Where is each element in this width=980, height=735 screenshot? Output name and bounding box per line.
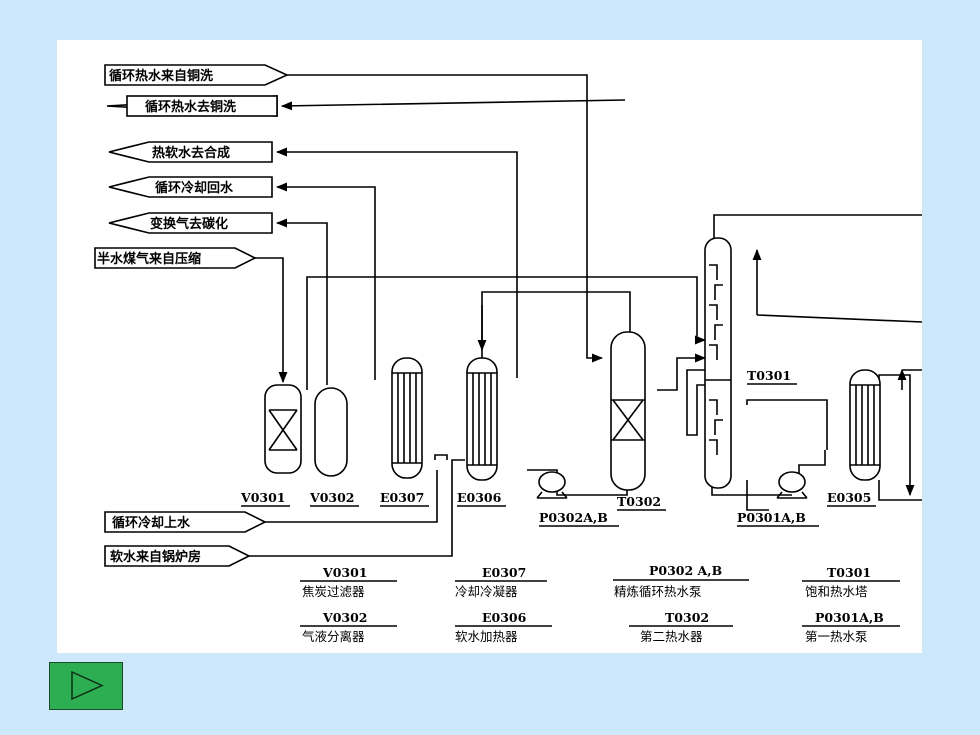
svg-text:气液分离器: 气液分离器 — [302, 629, 365, 644]
piping — [249, 74, 922, 557]
stream-label-hot-soft-water-to-synthesis: 热软水去合成 — [108, 141, 273, 163]
svg-text:饱和热水塔: 饱和热水塔 — [805, 584, 868, 599]
svg-text:E0305: E0305 — [827, 490, 871, 505]
svg-text:焦炭过滤器: 焦炭过滤器 — [302, 584, 365, 599]
e0306-soft-water-heater: E0306 — [457, 357, 506, 507]
svg-text:T0302: T0302 — [617, 494, 661, 509]
diagram-svg: 循环热水来自铜洗 循环热水去铜洗 热软水去合成 循环冷却回水 变换气去碳化 半水… — [94, 64, 922, 644]
next-slide-button[interactable] — [49, 662, 123, 710]
p0301-first-hot-water-pump: P0301A,B — [737, 471, 819, 527]
stream-label-soft-water-from-boiler-room: 软水来自锅炉房 — [104, 545, 251, 567]
svg-text:热软水去合成: 热软水去合成 — [152, 145, 230, 161]
stream-label-shift-gas-to-carbonization: 变换气去碳化 — [108, 212, 273, 234]
stream-label-hot-water-from-copper-wash: 循环热水来自铜洗 — [104, 64, 289, 86]
svg-text:变换气去碳化: 变换气去碳化 — [150, 216, 228, 232]
svg-text:P0302A,B: P0302A,B — [539, 510, 608, 525]
play-triangle-icon — [71, 670, 104, 701]
svg-text:V0302: V0302 — [322, 610, 368, 625]
legend: V0301 焦炭过滤器 E0307 冷却冷凝器 P0302 A,B 精炼循环热水… — [300, 563, 900, 644]
stream-label-semi-water-gas-from-compression: 半水煤气来自压缩 — [94, 247, 257, 269]
svg-text:循环冷却回水: 循环冷却回水 — [155, 180, 234, 196]
svg-text:V0301: V0301 — [240, 490, 286, 505]
svg-text:E0306: E0306 — [457, 490, 502, 505]
stream-label-cooling-water-return: 循环冷却回水 — [108, 176, 273, 198]
svg-text:精炼循环热水泵: 精炼循环热水泵 — [614, 584, 702, 599]
svg-text:软水来自锅炉房: 软水来自锅炉房 — [110, 549, 201, 565]
svg-text:E0307: E0307 — [380, 490, 424, 505]
svg-text:第一热水泵: 第一热水泵 — [805, 629, 868, 644]
process-flow-diagram: 循环热水来自铜洗 循环热水去铜洗 热软水去合成 循环冷却回水 变换气去碳化 半水… — [57, 40, 922, 653]
t0301-saturation-hot-water-tower: T0301 — [704, 237, 797, 489]
svg-text:T0302: T0302 — [665, 610, 709, 625]
svg-text:循环冷却上水: 循环冷却上水 — [112, 515, 191, 531]
svg-text:E0307: E0307 — [482, 565, 526, 580]
svg-text:T0301: T0301 — [747, 368, 791, 383]
p0302-circulating-hot-water-pump: P0302A,B — [536, 471, 619, 527]
svg-text:P0301A,B: P0301A,B — [815, 610, 884, 625]
v0301-coke-filter: V0301 — [240, 384, 302, 507]
e0307-cooler-condenser: E0307 — [380, 357, 429, 507]
svg-text:E0306: E0306 — [482, 610, 527, 625]
t0302-second-hot-water-heater: T0302 — [610, 331, 666, 511]
stream-label-hot-water-to-copper-wash: 循环热水去铜洗 — [106, 95, 278, 117]
stream-label-cooling-water-supply: 循环冷却上水 — [104, 511, 267, 533]
svg-text:V0302: V0302 — [309, 490, 355, 505]
svg-text:V0301: V0301 — [322, 565, 368, 580]
svg-text:第二热水器: 第二热水器 — [640, 629, 703, 644]
v0302-gas-liquid-separator: V0302 — [309, 387, 359, 507]
svg-text:P0301A,B: P0301A,B — [737, 510, 806, 525]
svg-text:P0302 A,B: P0302 A,B — [649, 563, 722, 578]
svg-text:冷却冷凝器: 冷却冷凝器 — [455, 584, 518, 599]
e0305-heat-exchanger: E0305 — [827, 369, 881, 507]
svg-text:循环热水去铜洗: 循环热水去铜洗 — [145, 99, 236, 115]
svg-text:T0301: T0301 — [827, 565, 871, 580]
svg-text:循环热水来自铜洗: 循环热水来自铜洗 — [109, 68, 213, 84]
svg-text:软水加热器: 软水加热器 — [455, 629, 518, 644]
svg-text:半水煤气来自压缩: 半水煤气来自压缩 — [97, 251, 201, 267]
